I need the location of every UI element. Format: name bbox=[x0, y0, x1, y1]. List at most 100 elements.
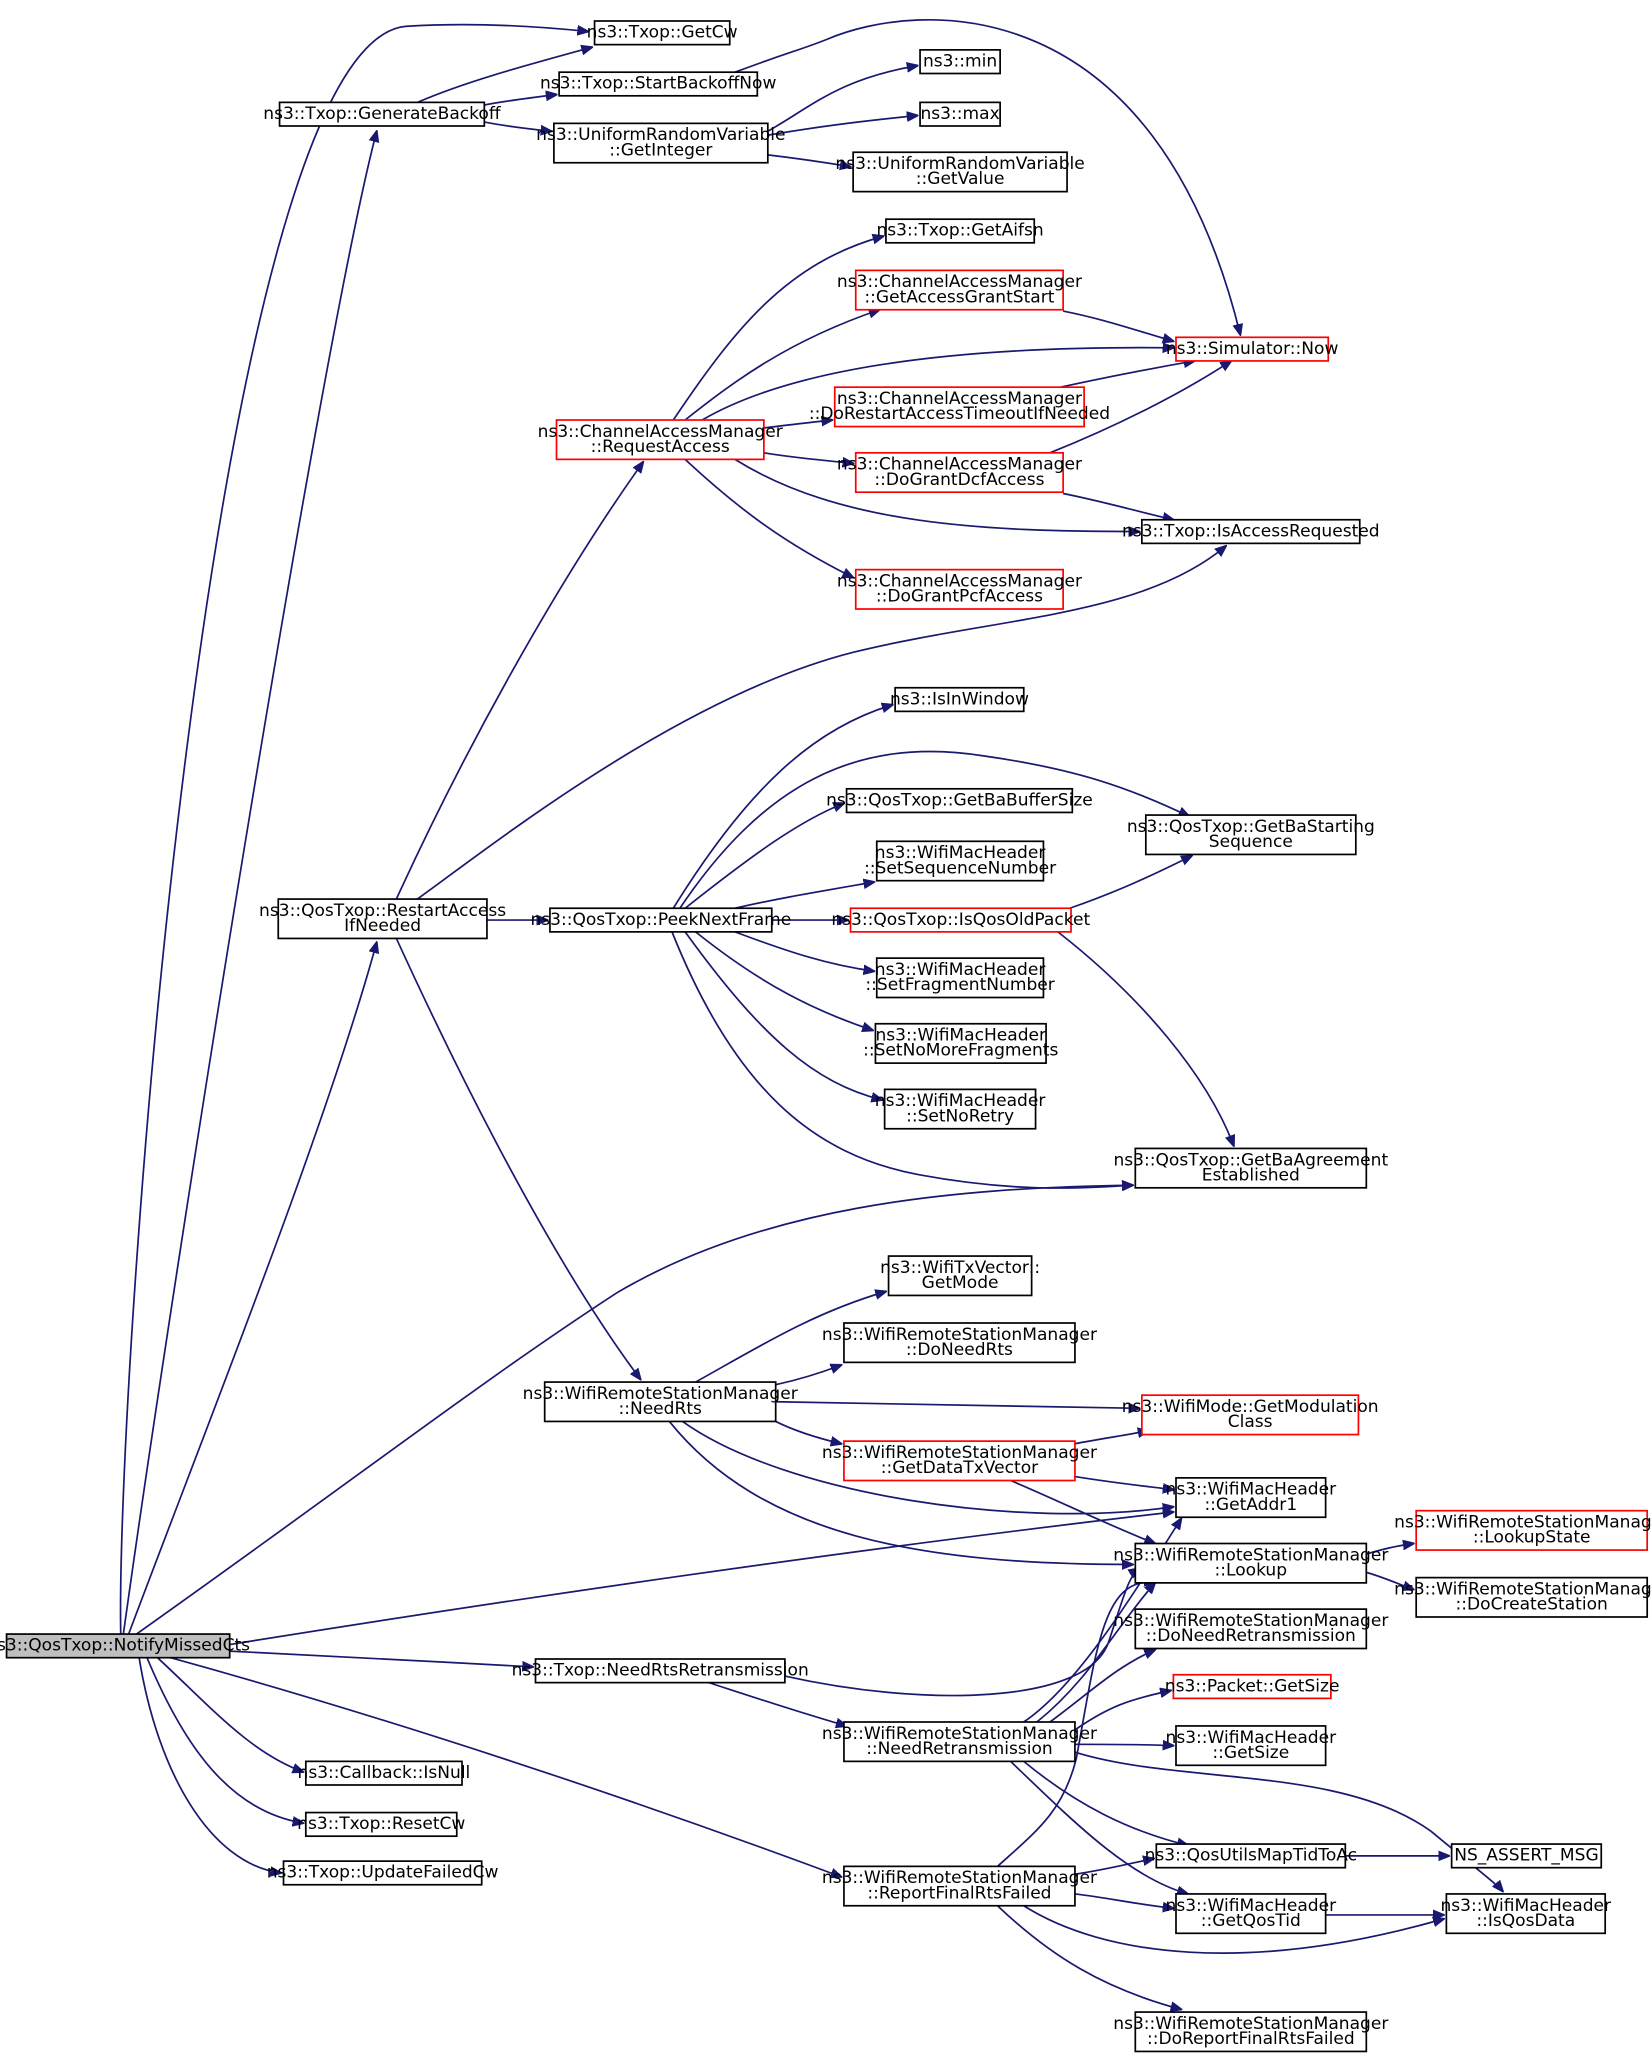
node-label-line: ns3::WifiMacHeader bbox=[1166, 1896, 1338, 1916]
node-box bbox=[919, 101, 1001, 127]
node-label-line: ns3::Packet::GetSize bbox=[1165, 1676, 1340, 1696]
node-genbackoff[interactable]: ns3::Txop::GenerateBackoff bbox=[263, 101, 502, 127]
node-label-line: ::GetQosTid bbox=[1201, 1911, 1301, 1931]
edge-wrsm_needretx-to-pktgetsize bbox=[1074, 1691, 1171, 1731]
node-isaccessreq[interactable]: ns3::Txop::IsAccessRequested bbox=[1122, 518, 1380, 545]
edge-wrsm_needretx-to-getqostid bbox=[1010, 1760, 1188, 1894]
node-label-line: IfNeeded bbox=[344, 916, 421, 936]
node-label-line: ::DoGrantDcfAccess bbox=[874, 470, 1044, 490]
node-box bbox=[1134, 1147, 1368, 1189]
node-label-line: ::GetSize bbox=[1212, 1743, 1289, 1763]
edge-restartaccess-to-wrsm_needrts bbox=[395, 938, 640, 1379]
edge-wrsm_needretx-to-hdrgetsize bbox=[1074, 1744, 1173, 1745]
node-label-line: ns3::WifiRemoteStationManager bbox=[1113, 1545, 1389, 1565]
node-setnomorefrag[interactable]: ns3::WifiMacHeader::SetNoMoreFragments bbox=[863, 1022, 1058, 1064]
node-label-line: ns3::ChannelAccessManager bbox=[837, 389, 1083, 409]
node-pktgetsize[interactable]: ns3::Packet::GetSize bbox=[1165, 1673, 1340, 1700]
node-startbackoff[interactable]: ns3::Txop::StartBackoffNow bbox=[540, 71, 777, 97]
node-urvgetint[interactable]: ns3::UniformRandomVariable::GetInteger bbox=[536, 122, 786, 164]
node-isqosold[interactable]: ns3::QosTxop::IsQosOldPacket bbox=[831, 907, 1090, 933]
node-box bbox=[304, 1760, 463, 1786]
node-label-line: ns3::Simulator::Now bbox=[1166, 339, 1339, 359]
node-label-line: ns3::WifiRemoteStationManager bbox=[1394, 1513, 1651, 1533]
node-box bbox=[553, 122, 769, 164]
node-label-line: ::SetNoMoreFragments bbox=[863, 1041, 1058, 1061]
node-wrsm_lookup[interactable]: ns3::WifiRemoteStationManager::Lookup bbox=[1113, 1542, 1389, 1584]
node-cam_grantstart[interactable]: ns3::ChannelAccessManager::GetAccessGran… bbox=[837, 269, 1083, 311]
edge-wrsm_needrts-to-wrsm_lookup bbox=[668, 1420, 1132, 1564]
edge-root-to-updatefailedcw bbox=[138, 1657, 281, 1873]
edge-line bbox=[1074, 1893, 1173, 1908]
edge-cam_request-to-cam_grantstart bbox=[684, 310, 879, 421]
node-wrsm_needrts[interactable]: ns3::WifiRemoteStationManager::NeedRts bbox=[523, 1381, 799, 1423]
node-wrsm_reportfinal[interactable]: ns3::WifiRemoteStationManager::ReportFin… bbox=[822, 1865, 1098, 1907]
node-label-line: ::DoGrantPcfAccess bbox=[876, 587, 1043, 607]
node-getaifsn[interactable]: ns3::Txop::GetAifsn bbox=[876, 218, 1044, 244]
edge-line bbox=[229, 1650, 533, 1667]
node-label-line: ns3::Txop::GetCw bbox=[587, 23, 738, 43]
node-max[interactable]: ns3::max bbox=[919, 101, 1001, 127]
node-babuffersize[interactable]: ns3::QosTxop::GetBaBufferSize bbox=[826, 787, 1093, 814]
edge-wrsm_reportfinal-to-getqostid bbox=[1074, 1893, 1173, 1908]
edge-line bbox=[701, 348, 1173, 421]
node-wrsm_needretx[interactable]: ns3::WifiRemoteStationManager::NeedRetra… bbox=[822, 1721, 1098, 1763]
node-updatefailedcw[interactable]: ns3::Txop::UpdateFailedCw bbox=[267, 1860, 499, 1886]
node-gencw[interactable]: ns3::Txop::GetCw bbox=[587, 20, 738, 46]
node-box bbox=[1172, 1673, 1332, 1700]
edge-wrsm_needretx-to-wrsm_doneedretx bbox=[1049, 1650, 1155, 1723]
node-resetcw[interactable]: ns3::Txop::ResetCw bbox=[297, 1811, 465, 1838]
node-wrsm_doneedretx[interactable]: ns3::WifiRemoteStationManager::DoNeedRet… bbox=[1113, 1608, 1389, 1650]
node-getqostid[interactable]: ns3::WifiMacHeader::GetQosTid bbox=[1166, 1893, 1338, 1935]
node-cam_restart[interactable]: ns3::ChannelAccessManager::DoRestartAcce… bbox=[809, 386, 1110, 428]
edge-peeknext-to-setseqnum bbox=[734, 882, 874, 910]
edge-line bbox=[1062, 492, 1173, 520]
node-wrsm_getdatatx[interactable]: ns3::WifiRemoteStationManager::GetDataTx… bbox=[822, 1440, 1098, 1482]
node-label-line: ns3::WifiMacHeader bbox=[875, 1091, 1047, 1111]
edge-line bbox=[668, 1420, 1132, 1564]
edge-wrsm_needrts-to-wrsm_doneedrts bbox=[775, 1365, 842, 1386]
node-isqosdata[interactable]: ns3::WifiMacHeader::IsQosData bbox=[1440, 1893, 1612, 1935]
node-hdrgetsize[interactable]: ns3::WifiMacHeader::GetSize bbox=[1166, 1725, 1338, 1767]
node-wrsm_doreportfinal[interactable]: ns3::WifiRemoteStationManager::DoReportF… bbox=[1113, 2011, 1389, 2053]
edge-wrsm_needrts-to-getaddr1 bbox=[682, 1420, 1174, 1515]
node-label-line: ns3::Txop::IsAccessRequested bbox=[1122, 521, 1380, 541]
node-setseqnum[interactable]: ns3::WifiMacHeader::SetSequenceNumber bbox=[864, 840, 1057, 882]
node-wrsm_docreate[interactable]: ns3::WifiRemoteStationManager::DoCreateS… bbox=[1394, 1576, 1651, 1618]
edge-genbackoff-to-startbackoff bbox=[484, 95, 556, 106]
node-label-line: ns3::QosTxop::IsQosOldPacket bbox=[831, 910, 1090, 930]
node-cam_dcf[interactable]: ns3::ChannelAccessManager::DoGrantDcfAcc… bbox=[837, 451, 1083, 494]
edge-wrsm_reportfinal-to-wrsm_lookup bbox=[996, 1582, 1156, 1868]
node-label-line: ns3::min bbox=[923, 51, 997, 71]
edge-line bbox=[695, 931, 873, 1030]
node-wrsm_doneedrts[interactable]: ns3::WifiRemoteStationManager::DoNeedRts bbox=[822, 1322, 1098, 1364]
edge-wrsm_needretx-to-isqosdata bbox=[1074, 1751, 1503, 1891]
node-root[interactable]: ns3::QosTxop::NotifyMissedCts bbox=[0, 1633, 250, 1659]
node-cam_pcf[interactable]: ns3::ChannelAccessManager::DoGrantPcfAcc… bbox=[837, 568, 1083, 610]
node-getaddr1[interactable]: ns3::WifiMacHeader::GetAddr1 bbox=[1166, 1477, 1338, 1519]
node-cbisnull[interactable]: ns3::Callback::IsNull bbox=[298, 1760, 471, 1786]
node-qosutilsmap[interactable]: ns3::QosUtilsMapTidToAc bbox=[1145, 1843, 1357, 1869]
node-txvecgetmode[interactable]: ns3::WifiTxVector::GetMode bbox=[880, 1255, 1040, 1297]
node-nsassert[interactable]: NS_ASSERT_MSG bbox=[1450, 1843, 1603, 1869]
edge-line bbox=[672, 236, 883, 421]
node-peeknext[interactable]: ns3::QosTxop::PeekNextFrame bbox=[530, 907, 791, 933]
node-wrsm_lookupstate[interactable]: ns3::WifiRemoteStationManager::LookupSta… bbox=[1394, 1509, 1651, 1551]
node-isinwindow[interactable]: ns3::IsInWindow bbox=[890, 686, 1029, 713]
node-urvgetval[interactable]: ns3::UniformRandomVariable::GetValue bbox=[835, 151, 1085, 193]
edge-peeknext-to-baagreement bbox=[671, 931, 1133, 1188]
node-box bbox=[887, 1255, 1033, 1297]
edge-restartaccess-to-isaccessreq bbox=[416, 546, 1226, 900]
node-label-line: ns3::Txop::StartBackoffNow bbox=[540, 74, 777, 94]
edge-line bbox=[767, 66, 918, 132]
node-setfragnum[interactable]: ns3::WifiMacHeader::SetFragmentNumber bbox=[865, 957, 1056, 999]
node-needrtsretx[interactable]: ns3::Txop::NeedRtsRetransmission bbox=[512, 1658, 809, 1684]
node-min[interactable]: ns3::min bbox=[919, 49, 1001, 75]
node-setnoretry[interactable]: ns3::WifiMacHeader::SetNoRetry bbox=[875, 1088, 1047, 1130]
edge-line bbox=[684, 803, 844, 909]
node-simnow[interactable]: ns3::Simulator::Now bbox=[1166, 336, 1339, 362]
node-cam_request[interactable]: ns3::ChannelAccessManager::RequestAccess bbox=[538, 419, 784, 461]
